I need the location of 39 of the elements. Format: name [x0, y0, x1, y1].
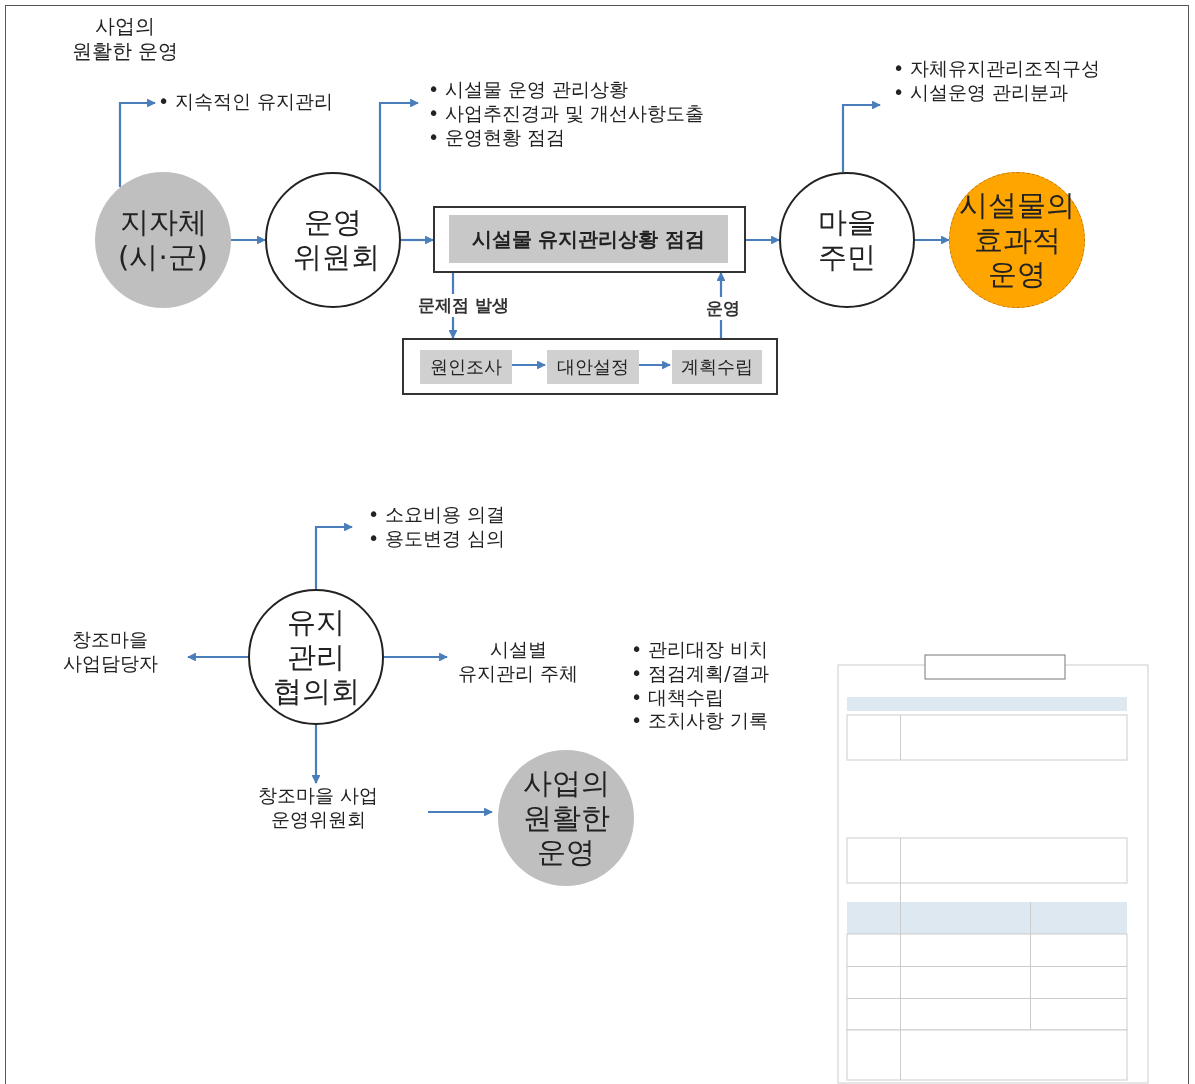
caption-text: 사업의 원활한 운영	[70, 14, 180, 64]
bullet-item: • 조치사항 기록	[631, 709, 769, 733]
bullet-item: • 관리대장 비치	[631, 638, 769, 662]
arrow	[378, 98, 419, 191]
arrow	[231, 235, 266, 245]
bullet-item: • 시설운영 관리분과	[893, 80, 1070, 105]
process-circle: 운영 위원회	[265, 172, 401, 308]
process-circle: 유지 관리 협의회	[248, 589, 384, 725]
arrow	[841, 100, 881, 172]
node-text: 창조마을 사업 운영위원회	[248, 784, 388, 832]
bullet-item: • 소요비용 의결	[368, 503, 506, 527]
result-circle: 사업의 원활한 운영	[498, 750, 634, 886]
step-box: 원인조사	[420, 350, 512, 384]
arrow	[401, 235, 434, 245]
arrow	[187, 652, 248, 662]
node-text: 창조마을 사업담당자	[55, 628, 165, 676]
arrow	[746, 235, 780, 245]
bullet-item: • 대책수립	[631, 685, 726, 710]
title-banner: 시설물 유지관리상황 점검	[449, 215, 728, 263]
step-box: 계획수립	[672, 350, 762, 384]
bullet-item: • 사업추진경과 및 개선사항도출	[428, 101, 705, 126]
arrow	[118, 98, 156, 187]
bullet-item: • 용도변경 심의	[368, 526, 506, 551]
process-circle: 마을 주민	[779, 172, 915, 308]
process-frame	[402, 338, 778, 395]
step-box: 대안설정	[547, 350, 639, 384]
bullet-item: • 시설물 운영 관리상황	[428, 78, 630, 102]
bullet-item: • 자체유지관리조직구성	[893, 57, 1101, 81]
bullet-item: • 운영현황 점검	[428, 125, 567, 150]
arrow	[428, 807, 493, 817]
result-circle: 시설물의 효과적 운영	[949, 172, 1085, 308]
arrow	[915, 235, 950, 245]
bullet-item: • 점검계획/결과	[631, 661, 769, 686]
arrow	[311, 725, 321, 784]
bullet-item: • 지속적인 유지관리	[158, 90, 334, 114]
arrow	[314, 522, 353, 589]
result-circle: 지자체 (시·군)	[95, 172, 231, 308]
node-text: 시설별 유지관리 주체	[448, 638, 588, 686]
arrow	[384, 652, 448, 662]
